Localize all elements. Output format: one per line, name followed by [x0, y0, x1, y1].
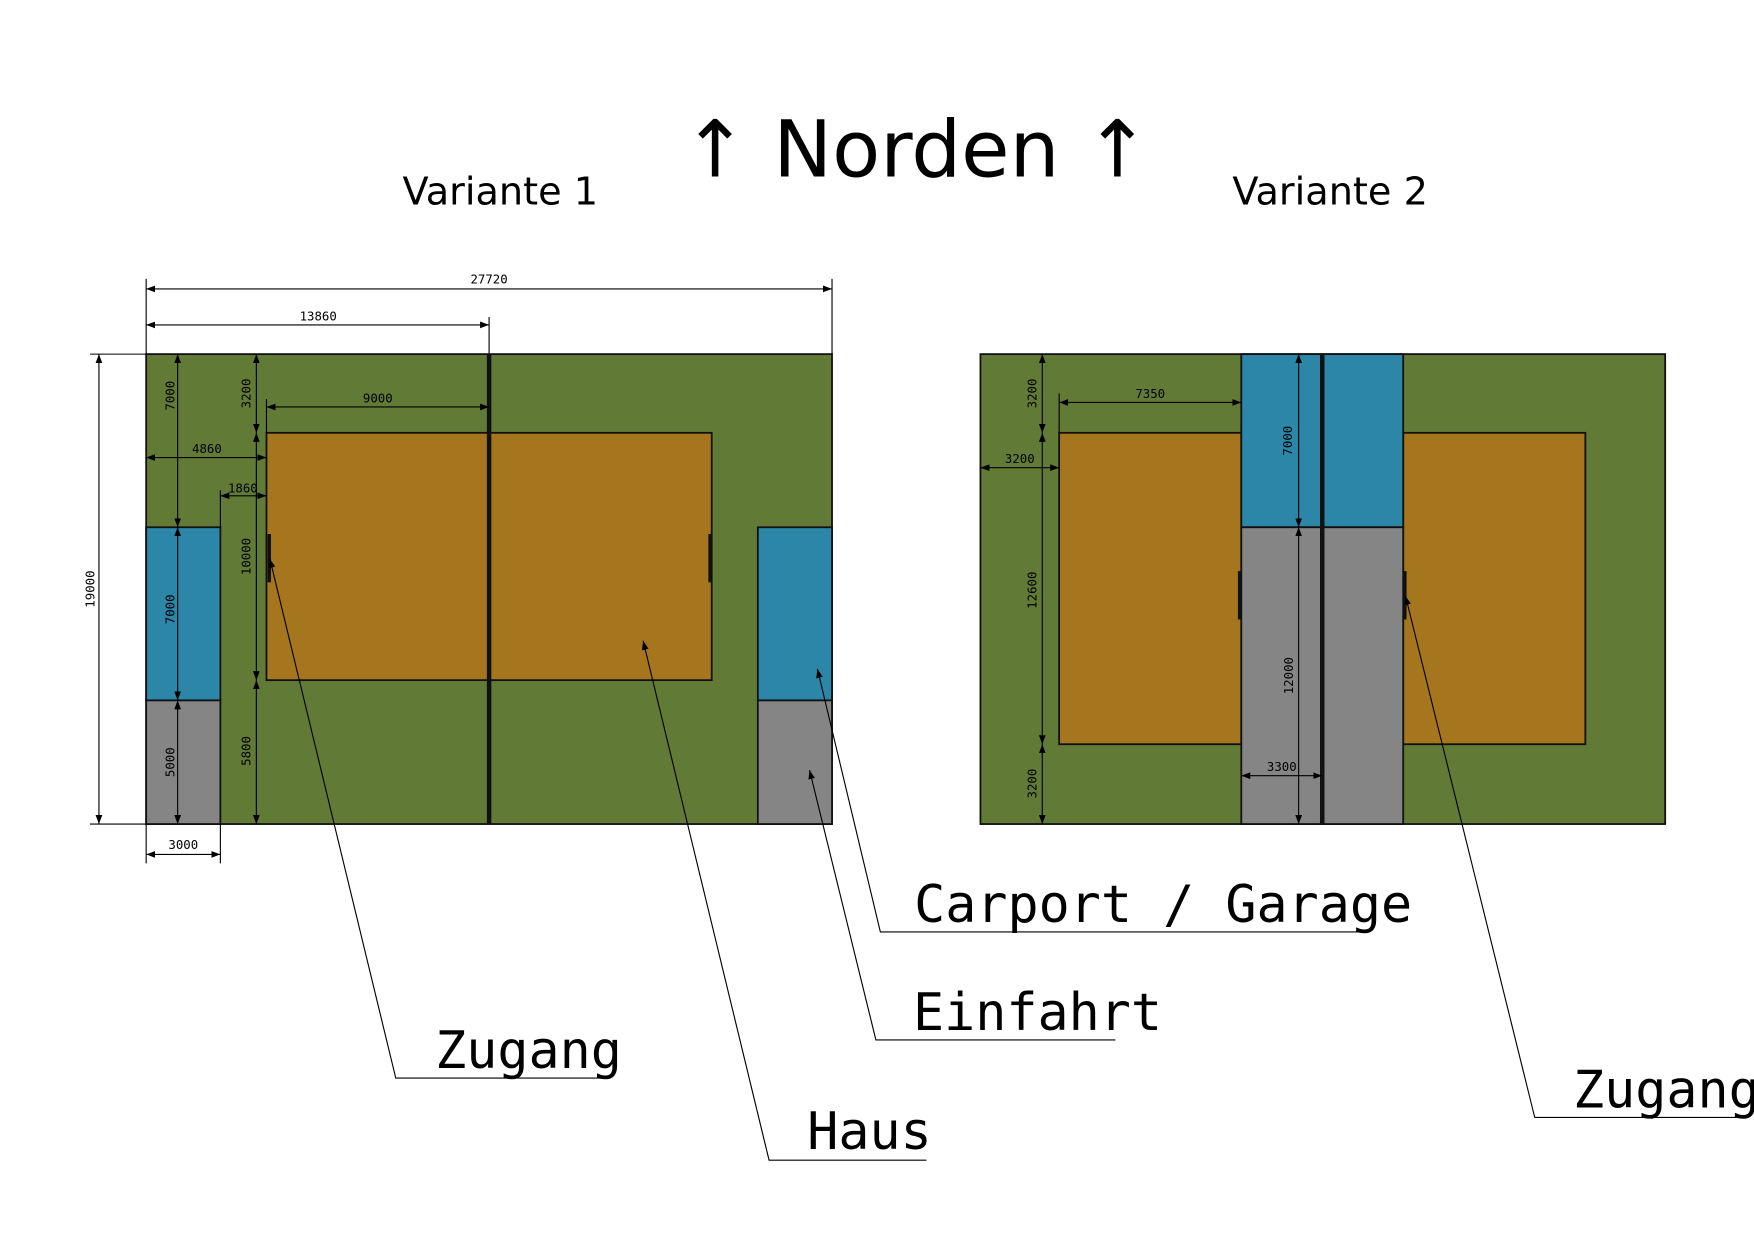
dim-v2-carport-len: 7000: [1281, 426, 1295, 456]
dim-house-left: 4860: [192, 442, 222, 456]
north-title: ↑ Norden ↑: [682, 104, 1150, 196]
v1-door-right: [708, 533, 712, 583]
dim-total-width: 27720: [470, 272, 507, 286]
v2-dimensions: 3200 12600 3200 7350 3200 7000 12000 330…: [980, 354, 1323, 825]
dim-house-bottom: 5800: [240, 736, 254, 766]
dim-house-half-width: 9000: [363, 391, 393, 405]
dim-v2-bottom: 3200: [1026, 769, 1040, 799]
v1-driveway-left: [145, 699, 222, 825]
dim-gap: 1860: [228, 481, 258, 495]
variant2-plan: 3200 12600 3200 7350 3200 7000 12000 330…: [979, 353, 1667, 825]
dim-drive-len: 5000: [163, 747, 177, 777]
label-haus: Haus: [807, 1102, 932, 1162]
v2-door-left: [1237, 571, 1242, 620]
v2-house-right: [1402, 431, 1587, 746]
label-carport: Carport / Garage: [914, 875, 1412, 935]
dim-v2-drive-width: 3300: [1267, 760, 1297, 774]
dim-height: 19000: [83, 570, 97, 607]
dim-carport-top: 7000: [163, 381, 177, 411]
dim-v2-top: 3200: [1026, 379, 1040, 409]
dim-v2-house-depth: 12600: [1026, 572, 1040, 609]
v2-door-right: [1403, 571, 1407, 620]
dim-v2-house-width: 7350: [1135, 387, 1165, 401]
variant1-plan: 27720 13860 19000 7000 7000 5000 3200 10…: [83, 272, 833, 864]
dim-v2-house-left: 3200: [1005, 452, 1035, 466]
label-zugang-2: Zugang: [1573, 1060, 1754, 1120]
v1-carport-right: [756, 526, 833, 702]
v1-carport-left: [145, 526, 222, 702]
variant2-heading: Variante 2: [1232, 171, 1428, 215]
v1-door-left: [267, 533, 271, 583]
callouts: Carport / Garage Einfahrt Zugang Haus Zu…: [268, 558, 1754, 1162]
v2-house-left: [1058, 431, 1243, 746]
label-einfahrt: Einfahrt: [913, 983, 1162, 1043]
dim-house-depth: 10000: [240, 538, 254, 575]
dim-half-width: 13860: [300, 309, 337, 323]
dim-carport-len: 7000: [163, 594, 177, 624]
variant1-heading: Variante 1: [403, 171, 599, 215]
dim-drive-width: 3000: [168, 838, 198, 852]
v1-driveway-right: [756, 699, 833, 825]
v1-dimensions: 27720 13860 19000 7000 7000 5000 3200 10…: [83, 272, 833, 864]
dim-v2-drive-len: 12000: [1282, 657, 1296, 694]
label-zugang-1: Zugang: [435, 1021, 622, 1081]
dim-house-top: 3200: [240, 379, 254, 409]
